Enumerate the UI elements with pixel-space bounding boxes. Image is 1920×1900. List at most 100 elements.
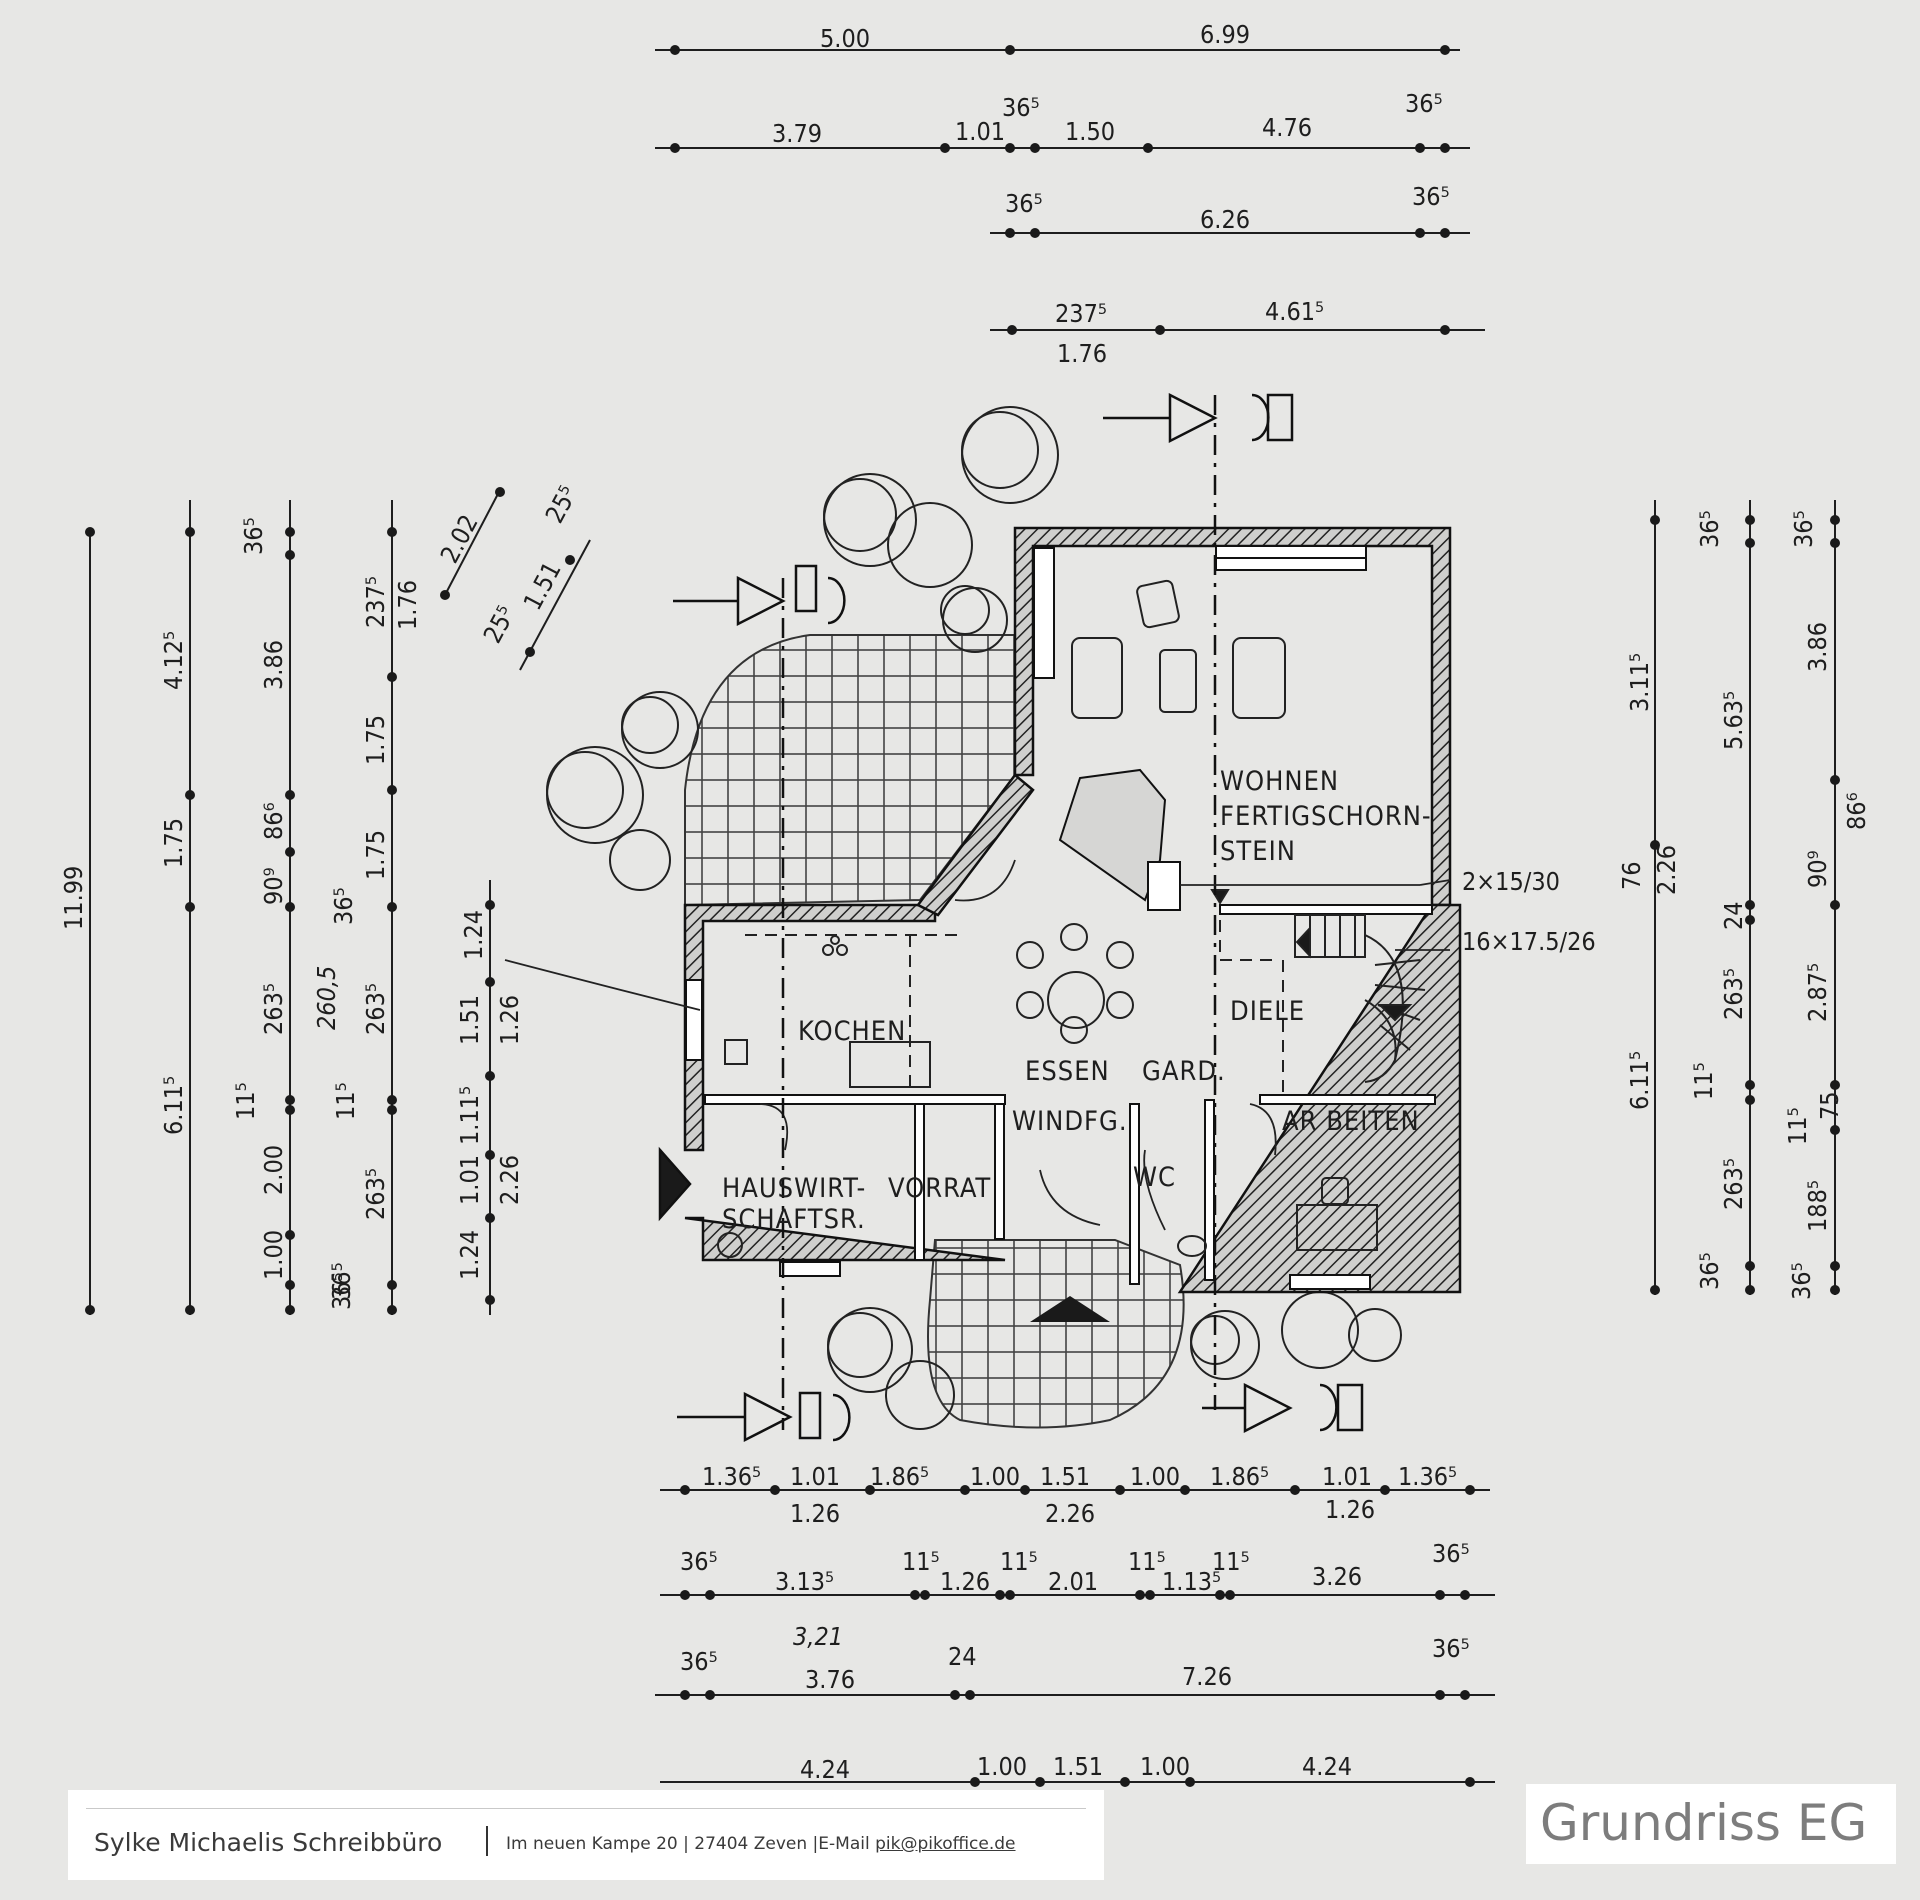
dim-label: 3.86	[1803, 622, 1832, 672]
dim-label: 36⁵	[1695, 1252, 1724, 1290]
dim-label: 86⁶	[259, 802, 288, 840]
dim-label: 36⁵	[239, 517, 268, 555]
footer-address: Im neuen Kampe 20 | 27404 Zeven |E-Mail …	[506, 1834, 1016, 1854]
room-labels: WOHNEN FERTIGSCHORN- STEIN KOCHEN ESSEN …	[312, 766, 1596, 1651]
dim-label: 25⁵	[540, 481, 583, 528]
dim-label: 3.11⁵	[1625, 653, 1654, 712]
dim-label: 6.26	[1200, 205, 1250, 234]
entrance-arrow	[1030, 1296, 1110, 1322]
room-label-windfg: WINDFG.	[1012, 1106, 1128, 1137]
dim-label: 1.36⁵	[1398, 1462, 1457, 1491]
dim-label: 1.76	[393, 580, 422, 630]
room-label-gard: GARD.	[1142, 1056, 1226, 1087]
dim-label: 1.00	[970, 1462, 1020, 1491]
interior-dashed-lines	[745, 920, 1284, 1100]
dim-label: 11⁵	[231, 1082, 260, 1120]
dim-label: 36⁵	[680, 1647, 718, 1676]
page-title: Grundriss EG	[1540, 1794, 1868, 1852]
dim-label: 237⁵	[1055, 299, 1107, 328]
dim-label: 36⁵	[1432, 1539, 1470, 1568]
dim-label: 11⁵	[1000, 1547, 1038, 1576]
dim-label: 3.86	[259, 640, 288, 690]
dim-label: 1.76	[1057, 339, 1107, 368]
room-label-essen: ESSEN	[1025, 1056, 1110, 1087]
dim-label: 1.00	[977, 1752, 1027, 1781]
dim-label: 1.01	[790, 1462, 840, 1491]
dim-label: 11⁵	[1128, 1547, 1166, 1576]
footer-separator	[486, 1826, 488, 1856]
title-box: Grundriss EG	[1526, 1784, 1896, 1864]
dim-label: 11⁵	[1689, 1062, 1718, 1100]
dim-label: 6.99	[1200, 20, 1250, 49]
dim-label: 1.36⁵	[702, 1462, 761, 1491]
dim-label: 4.61⁵	[1265, 297, 1324, 326]
dim-label: 11⁵	[1212, 1547, 1250, 1576]
footer-email-link[interactable]: pik@pikoffice.de	[875, 1834, 1016, 1854]
dim-label: 263⁵	[1719, 1158, 1748, 1210]
dim-label: 7.26	[1182, 1662, 1232, 1691]
room-label-hauswirt: HAUSWIRT-	[722, 1173, 866, 1204]
dim-label: 6.11⁵	[159, 1076, 188, 1135]
dim-label: 24	[1719, 901, 1748, 930]
dim-label: 1.75	[361, 830, 390, 880]
dim-label: 4.76	[1262, 113, 1312, 142]
dim-label: 11⁵	[331, 1082, 360, 1120]
dim-label: 1.51	[1040, 1462, 1090, 1491]
terrace-west	[684, 634, 1016, 907]
dim-label: 1.00	[259, 1230, 288, 1280]
room-label-wohnen: WOHNEN	[1220, 766, 1339, 797]
dim-label: 36⁵	[1412, 182, 1450, 211]
dim-label: 90⁹	[259, 867, 288, 905]
dim-label: 1.51	[455, 995, 484, 1045]
dim-label: 5.00	[820, 24, 870, 53]
stair-label-lower: 16×17.5/26	[1462, 927, 1596, 956]
room-label-kochen: KOCHEN	[798, 1016, 906, 1047]
dim-label: 188⁵	[1803, 1180, 1832, 1232]
dim-label: 2.01	[1048, 1567, 1098, 1596]
dim-label: 2.02	[435, 510, 484, 568]
footer-address-text: Im neuen Kampe 20 | 27404 Zeven |E-Mail	[506, 1834, 876, 1854]
dim-label: 36⁵	[1789, 510, 1818, 548]
dimension-labels-top: 5.00 6.99 3.79 1.01 36⁵ 1.50 4.76 36⁵ 36…	[772, 20, 1450, 368]
footer-company-name: Sylke Michaelis Schreibbüro	[94, 1828, 443, 1857]
stair-label-upper: 2×15/30	[1462, 867, 1560, 896]
dim-label: 1.26	[940, 1567, 990, 1596]
dim-label: 1.00	[1140, 1752, 1190, 1781]
dim-label: 1.24	[455, 1230, 484, 1280]
room-label-vorrat: VORRAT	[888, 1173, 991, 1204]
dim-label: 1.01	[955, 117, 1005, 146]
dim-label: 2.26	[1045, 1499, 1095, 1528]
dim-label: 4.24	[1302, 1752, 1352, 1781]
room-label-diele: DIELE	[1230, 996, 1305, 1027]
dim-label: 4.24	[800, 1755, 850, 1784]
dim-label: 4.12⁵	[159, 631, 188, 690]
room-label-stein: STEIN	[1220, 836, 1296, 867]
windows	[685, 545, 1371, 1290]
dim-label: 36⁵	[329, 887, 358, 925]
dim-label: 1.26	[1325, 1495, 1375, 1524]
dim-label: 3.79	[772, 119, 822, 148]
dim-label: 263⁵	[1719, 968, 1748, 1020]
terrace-entrance	[927, 1239, 1185, 1429]
dim-label: 3.13⁵	[775, 1567, 834, 1596]
dim-label: 237⁵	[361, 576, 390, 628]
room-label-fertigschorn: FERTIGSCHORN-	[1220, 801, 1432, 832]
dim-label: 1.01	[455, 1155, 484, 1205]
dim-label: 11⁵	[902, 1547, 940, 1576]
dim-label: 25⁵	[478, 601, 521, 648]
dim-label: 86⁶	[1842, 792, 1871, 830]
dimension-labels-left: 11.99 4.12⁵ 1.75 6.11⁵ 36⁵ 3.86 90⁹ 86⁶ …	[59, 481, 583, 1310]
dim-label: 3.26	[1312, 1562, 1362, 1591]
furniture	[717, 579, 1378, 1258]
dim-label: 36⁵	[1005, 189, 1043, 218]
dim-label: 36⁵	[1405, 89, 1443, 118]
dim-label: 2.00	[259, 1145, 288, 1195]
dim-label: 1.24	[459, 910, 488, 960]
dim-label: 76	[1617, 861, 1646, 890]
dim-label: 36⁵	[327, 1262, 356, 1300]
dim-label: 6.11⁵	[1625, 1051, 1654, 1110]
dim-label: 1.51	[1053, 1752, 1103, 1781]
dim-label: 75	[1815, 1091, 1844, 1120]
footer-bar: Sylke Michaelis Schreibbüro Im neuen Kam…	[68, 1790, 1104, 1880]
dim-label: 1.26	[790, 1499, 840, 1528]
